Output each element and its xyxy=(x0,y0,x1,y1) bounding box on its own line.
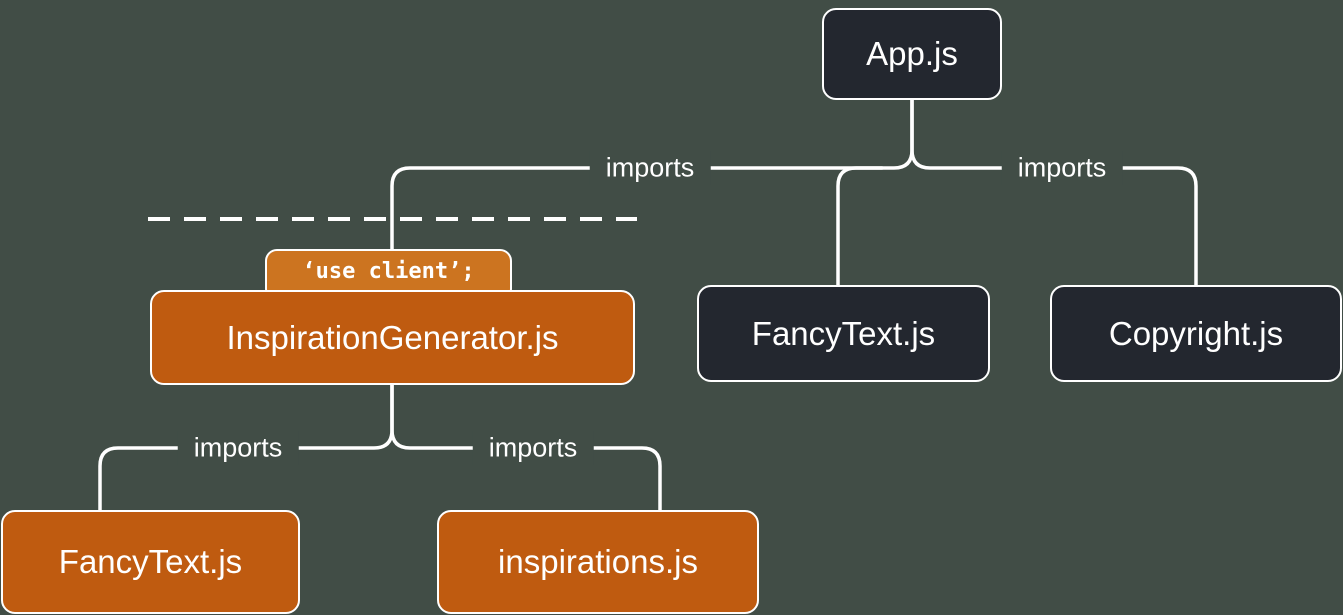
node-fancytext-js-client: FancyText.js xyxy=(1,510,300,614)
node-inspirations-js: inspirations.js xyxy=(437,510,759,614)
imports-label-inspirationgenerator-to-inspirations: imports xyxy=(472,430,594,466)
node-fancytext-js-server: FancyText.js xyxy=(697,285,990,382)
edge-app-to-fancytext xyxy=(836,166,884,287)
node-copyright-js: Copyright.js xyxy=(1050,285,1342,382)
node-app-js: App.js xyxy=(822,8,1002,100)
imports-label-inspirationgenerator-to-fancytext: imports xyxy=(177,430,299,466)
edge-app-to-copyright xyxy=(910,98,1198,287)
imports-label-app-to-inspirationgenerator: imports xyxy=(589,150,711,186)
node-inspirationgenerator-js: InspirationGenerator.js xyxy=(150,290,635,385)
imports-label-app-to-copyright: imports xyxy=(1001,150,1123,186)
